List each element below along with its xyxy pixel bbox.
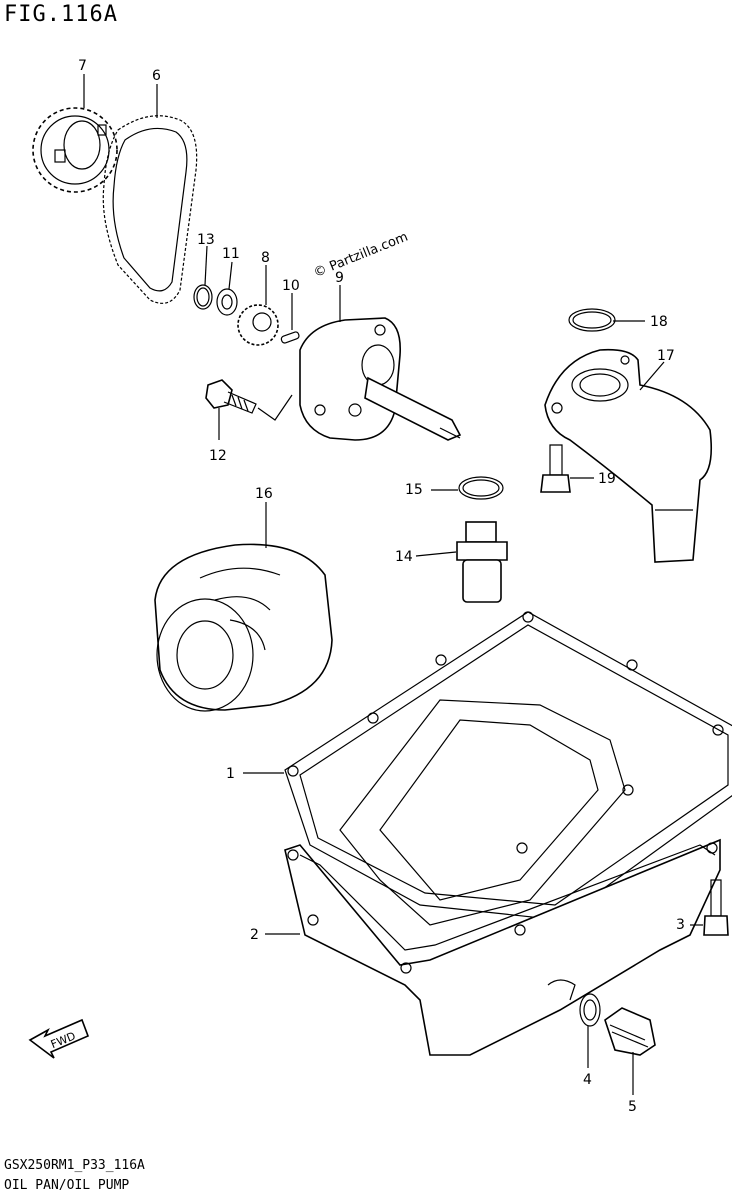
callout-13[interactable]: 13 [197,232,215,248]
callout-2[interactable]: 2 [250,927,259,943]
part-3-bolt[interactable] [703,879,729,936]
callout-19[interactable]: 19 [598,471,616,487]
callout-10[interactable]: 10 [282,278,300,294]
part-17-oil-strainer[interactable] [544,348,713,563]
callout-15[interactable]: 15 [405,482,423,498]
callout-3[interactable]: 3 [676,917,685,933]
callout-18[interactable]: 18 [650,314,668,330]
callout-11[interactable]: 11 [222,246,240,262]
model-code: GSX250RM1_P33_116A [4,1158,145,1173]
part-18-o-ring[interactable] [568,308,616,332]
part-2-oil-pan[interactable] [284,699,721,1056]
part-1-gasket[interactable] [284,611,732,921]
callout-5[interactable]: 5 [628,1099,637,1115]
callout-9[interactable]: 9 [335,270,344,286]
callout-16[interactable]: 16 [255,486,273,502]
part-10-pin[interactable] [280,331,300,344]
callout-6[interactable]: 6 [152,68,161,84]
callout-14[interactable]: 14 [395,549,413,565]
part-6-chain[interactable] [102,115,198,304]
section-name: OIL PAN/OIL PUMP [4,1178,130,1193]
part-13-circlip[interactable] [193,284,213,310]
part-7-sprocket[interactable] [32,107,118,193]
callout-1[interactable]: 1 [226,766,235,782]
part-9-oil-pump[interactable] [299,317,462,441]
bolt-to-pump-leader [257,394,293,421]
callout-4[interactable]: 4 [583,1072,592,1088]
callout-7[interactable]: 7 [78,58,87,74]
part-16-oil-filter[interactable] [154,543,333,712]
leader-lines [83,74,703,1095]
part-14-oil-pressure-switch[interactable] [456,521,508,603]
part-19-bolt[interactable] [540,444,571,493]
figure-title: FIG.116A [4,2,118,27]
watermark: © Partzilla.com [312,230,411,281]
part-15-o-ring[interactable] [458,476,504,500]
part-4-gasket-washer[interactable] [579,993,601,1027]
part-8-pump-sprocket[interactable] [237,304,279,346]
part-11-washer[interactable] [216,288,238,316]
callout-12[interactable]: 12 [209,448,227,464]
callout-17[interactable]: 17 [657,348,675,364]
callout-labels: 7 6 13 11 8 10 9 12 18 17 19 15 14 16 1 … [78,58,685,1115]
callout-8[interactable]: 8 [261,250,270,266]
fwd-arrow-icon: FWD [28,1018,90,1059]
part-12-bolt[interactable] [205,379,257,414]
part-5-drain-plug[interactable] [604,1007,656,1056]
